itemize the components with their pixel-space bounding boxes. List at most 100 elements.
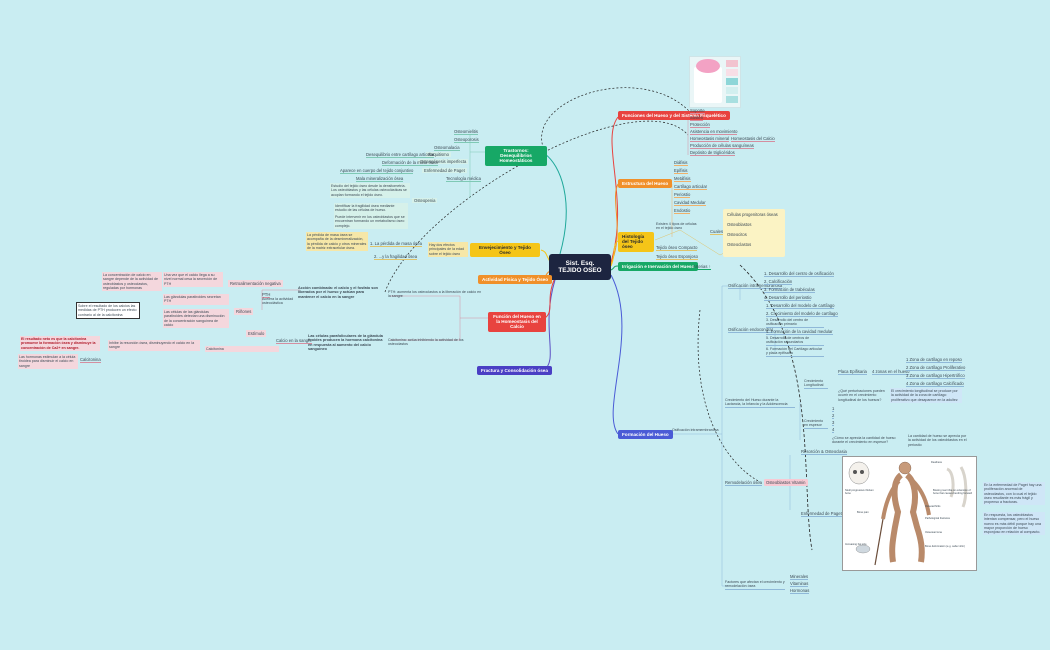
factores-crecimiento[interactable]: Factores que afectan el crecimiento y re… — [725, 580, 785, 590]
red-result-box[interactable]: El resultado neto es que la calcitonina … — [20, 336, 100, 351]
zona[interactable]: 4 Zona de cartílago Calcificado — [906, 381, 964, 387]
funciones-item[interactable]: Producción de células sanguíneas — [690, 143, 754, 149]
trastorno-note-2[interactable]: Identificar la fragilidad ósea mediante … — [334, 203, 408, 214]
estructura-item[interactable]: Endostio — [674, 208, 691, 214]
espesor-step[interactable]: 1 — [832, 406, 835, 412]
negative-feedback[interactable]: Retroalimentación negativa — [228, 280, 283, 287]
pth-left[interactable]: PTH — [262, 292, 271, 298]
zona[interactable]: 1 Zona de cartílago en reposo — [906, 357, 962, 363]
histologia-compacto[interactable]: Tejido óseo Compacto — [656, 245, 698, 251]
crecimiento-longitudinal[interactable]: Crecimiento Longitudinal — [804, 379, 828, 389]
endo-step[interactable]: 4. Formación de la cavidad medular — [766, 329, 833, 335]
remod-item-resorcion[interactable]: Resorción & Osteoclasia — [801, 449, 847, 455]
pth-box[interactable]: Acción combinada: el calcio y el fosfato… — [298, 286, 378, 299]
calcio-sangre[interactable]: Calcio en la sangre — [276, 338, 312, 344]
calcitonina-box[interactable]: Las células parafoliculares de la glándu… — [308, 334, 383, 351]
kidney-label[interactable]: Riñones — [234, 308, 254, 315]
trastorno-osteopenia[interactable]: Osteopenia — [412, 198, 438, 203]
q-crecimiento-espesor[interactable]: ¿Cómo se aprecia la cantidad de hueso du… — [832, 436, 896, 445]
cuatro-zonas[interactable]: 4 zonas en el hueso — [872, 369, 910, 375]
topic-histologia[interactable]: Histología del Tejido óseo — [618, 232, 654, 252]
calcitonina-short-note[interactable]: Calcitonina — [205, 346, 279, 353]
placa-epifisaria[interactable]: Placa Epifisaria — [838, 369, 867, 375]
central-topic[interactable]: Sist. Esq. TEJIDO OSEO — [549, 254, 611, 280]
factor-item[interactable]: Hormonas — [790, 588, 810, 594]
trastorno-mid[interactable]: Aparece en cuerpo del tejido conjuntivo — [340, 168, 414, 174]
histologia-cell[interactable]: Osteoclastos — [727, 242, 752, 247]
osificacion-intramembranosa[interactable]: Osificación intramembranosa — [728, 283, 783, 289]
funciones-item[interactable]: Depósito de triglicéridos — [690, 150, 735, 156]
topic-trastornos[interactable]: Trastornos: Desequilibrios Homeostáticos — [485, 146, 547, 166]
trastorno-header[interactable]: Raquitismo — [426, 152, 451, 157]
trastorno-header[interactable]: Osteogénesis imperfecta — [418, 159, 469, 164]
irrigacion-item[interactable]: Arterias ↑ — [693, 264, 711, 270]
topic-irrigacion[interactable]: Irrigación e Inervación del Hueso — [618, 262, 699, 272]
trastorno-header[interactable]: Enfermedad de Paget — [422, 168, 467, 173]
trastorno-header[interactable]: Osteoporosis — [454, 137, 479, 143]
trastorno-mid[interactable]: Desequilibrio entre cartílago articular — [366, 152, 435, 158]
topic-estructura[interactable]: Estructura del Hueso — [618, 179, 673, 189]
estructura-item[interactable]: Diáfisis — [674, 160, 688, 166]
endo-step[interactable]: 3. Desarrollo del centro de osificación … — [766, 318, 824, 328]
intramem-step[interactable]: 2. Calcificación — [764, 279, 793, 285]
crecimiento-espesor[interactable]: Crecimiento en espesor — [804, 419, 828, 429]
histologia-cell[interactable]: Osteocitos — [727, 232, 747, 237]
calcitonina-long-note[interactable]: Inhibe la resorción ósea, disminuyendo e… — [108, 340, 200, 351]
estimulo-label[interactable]: Estímulo — [246, 330, 267, 337]
factor-item[interactable]: Vitaminas — [790, 581, 809, 587]
trastorno-header[interactable]: Osteomielitis — [454, 129, 478, 135]
sensors-note[interactable]: Las células de las glándulas paratiroide… — [163, 309, 229, 329]
trastorno-note-3[interactable]: Puede intervenir en los osteoblastos que… — [334, 214, 408, 229]
espesor-step[interactable]: 3 — [832, 420, 835, 426]
parathyroid-note[interactable]: Una vez que el calcio llega a su nivel n… — [163, 272, 223, 287]
topic-homeostasis-calcio[interactable]: Función del Hueso en la Homeostasis del … — [488, 312, 546, 332]
crecimiento-hueso[interactable]: Crecimiento del Hueso durante la Lactanc… — [725, 398, 795, 408]
q-crecimiento-longitudinal-answer[interactable]: El crecimiento longitudinal se produce p… — [890, 388, 962, 403]
endo-step[interactable]: 1. Desarrollo del modelo de cartílago — [766, 303, 835, 309]
red-result-sub2[interactable]: Calcitonina — [80, 357, 101, 363]
endo-step[interactable]: 2. Crecimiento del modelo de cartílago — [766, 311, 838, 317]
trastorno-left[interactable]: Mala mineralización ósea — [356, 176, 404, 182]
q-crecimiento-espesor-answer[interactable]: La cantidad de hueso se aprecia por la a… — [908, 434, 967, 447]
trastorno-note-1[interactable]: Estudio del tejido óseo desde la densito… — [330, 183, 410, 198]
histologia-cuales[interactable]: Cuales son? — [710, 229, 734, 235]
topic-actividad[interactable]: Actividad Física y Tejido Óseo — [478, 275, 553, 285]
trastorno-header[interactable]: Osteomalacia — [434, 145, 460, 151]
red-result-sub[interactable]: Las hormonas estimulan a la célula tiroi… — [18, 354, 78, 369]
estructura-item[interactable]: Cartílago articular — [674, 184, 708, 190]
osificacion-endocondral[interactable]: Osificación endocondral — [728, 327, 773, 333]
funciones-item[interactable]: Homeostasis mineral — [690, 136, 730, 142]
paget-note-1[interactable]: En la enfermedad de Paget hay una prolif… — [983, 482, 1045, 506]
remod-item-osteoblastos[interactable]: Osteoblastos Vitamin — [764, 479, 808, 486]
funciones-item[interactable]: Asistencia en movimiento — [690, 129, 738, 135]
remodelacion-osea[interactable]: Remodelación ósea — [725, 480, 763, 486]
histologia-esponjoso[interactable]: Tejido óseo Esponjoso — [656, 254, 698, 260]
intramem-step[interactable]: 1. Desarrollo del centro de osificación — [764, 271, 834, 277]
factor-item[interactable]: Minerales — [790, 574, 809, 580]
intramem-step[interactable]: 4. Desarrollo del periostio — [764, 295, 812, 301]
topic-formacion[interactable]: Formación del Hueso — [618, 430, 673, 440]
intramem-step[interactable]: 3. Formación de trabéculas — [764, 287, 815, 293]
histologia-question[interactable]: Existen 4 tipos de células en el tejido … — [656, 222, 697, 231]
estructura-item[interactable]: Cavidad Medular — [674, 200, 706, 206]
pth-main[interactable]: PTH: aumenta los osteoclastos a la liber… — [388, 290, 482, 299]
topic-fractura[interactable]: Fractura y Consolidación ósea — [477, 366, 552, 376]
funciones-item[interactable]: Soporte — [690, 108, 705, 114]
espesor-step[interactable]: 2 — [832, 413, 835, 419]
trastorno-mid[interactable]: Deformación de la masa ósea — [382, 160, 438, 166]
histologia-cell[interactable]: Células progenitoras óseas — [727, 212, 778, 217]
envejecimiento-note[interactable]: La pérdida de masa ósea se acompaña de l… — [306, 232, 368, 252]
zona[interactable]: 3 Zona de cartílago Hipertrófico — [906, 373, 965, 379]
paget-note-2[interactable]: En respuesta, los osteoblastos intentan … — [983, 512, 1045, 536]
zona[interactable]: 2 Zona de cartílago Proliferativo — [906, 365, 966, 371]
formacion-subtitle[interactable]: Osificación intramembranosa — [672, 428, 719, 432]
envejecimiento-item-2[interactable]: 2. ...y la fragilidad ósea — [374, 254, 418, 260]
funciones-item[interactable]: Sostén — [690, 115, 704, 121]
histologia-cell[interactable]: Osteoblastos — [727, 222, 752, 227]
enfermedad-paget[interactable]: Enfermedad de Paget — [801, 511, 842, 517]
funciones-item[interactable]: Protección — [690, 122, 710, 128]
pth-note[interactable]: Acelera la actividad osteoclástica — [262, 297, 294, 306]
envejecimiento-item-1[interactable]: 1. La pérdida de masa ósea — [370, 241, 422, 247]
trastorno-tech[interactable]: Tecnología médica — [446, 176, 481, 182]
homeostasis-mineral-note[interactable]: Homeostasis del Calcio — [731, 136, 775, 142]
